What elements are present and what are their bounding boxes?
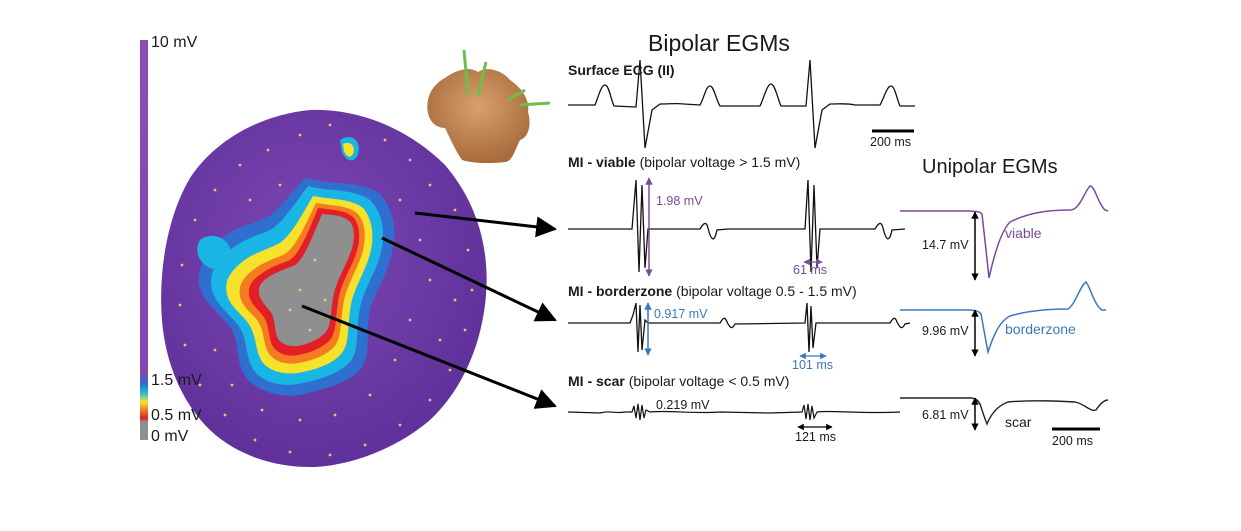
scar-duration: 121 ms bbox=[795, 430, 836, 444]
colorbar-tick-0: 0 mV bbox=[151, 428, 189, 445]
viable-unipolar-amplitude: 14.7 mV bbox=[922, 238, 969, 252]
borderzone-amplitude: 0.917 mV bbox=[654, 307, 708, 321]
electrode-lead-4 bbox=[519, 101, 551, 107]
ecg-scalebar-label: 200 ms bbox=[870, 135, 911, 149]
heart-voltage-map bbox=[161, 109, 487, 468]
trace-scar-bipolar bbox=[567, 403, 901, 421]
viable-duration: 61 ms bbox=[793, 263, 828, 277]
scar-unipolar-name: scar bbox=[1005, 414, 1032, 430]
torso-illustration bbox=[427, 49, 551, 164]
electrode-lead-3 bbox=[507, 88, 526, 102]
trace-scar-unipolar bbox=[900, 397, 1109, 426]
unipolar-scalebar-label: 200 ms bbox=[1052, 434, 1093, 448]
trace-viable-unipolar bbox=[900, 185, 1109, 279]
colorbar-tick-0.5: 0.5 mV bbox=[151, 407, 202, 424]
viable-unipolar-name: viable bbox=[1005, 225, 1042, 241]
borderzone-unipolar-amplitude: 9.96 mV bbox=[922, 324, 969, 338]
borderzone-duration: 101 ms bbox=[792, 358, 833, 372]
viable-amplitude: 1.98 mV bbox=[656, 194, 703, 208]
trace-viable-bipolar bbox=[568, 179, 906, 273]
arrow-scar bbox=[301, 304, 557, 409]
arrow-viable bbox=[414, 211, 558, 238]
arrow-borderzone bbox=[381, 236, 557, 322]
electrode-lead-1 bbox=[462, 49, 470, 96]
electrode-lead-2 bbox=[476, 61, 488, 97]
label-surface-ecg: Surface ECG (II) bbox=[568, 62, 675, 78]
bipolar-title: Bipolar EGMs bbox=[648, 30, 790, 56]
trace-surface-ecg bbox=[568, 59, 915, 149]
colorbar-tick-1.5: 1.5 mV bbox=[151, 372, 202, 389]
trace-borderzone-bipolar bbox=[568, 302, 911, 353]
scar-unipolar-amplitude: 6.81 mV bbox=[922, 408, 969, 422]
scar-amplitude: 0.219 mV bbox=[656, 398, 710, 412]
label-viable: MI - viable (bipolar voltage > 1.5 mV) bbox=[568, 154, 801, 170]
label-scar: MI - scar (bipolar voltage < 0.5 mV) bbox=[568, 373, 790, 389]
unipolar-title: Unipolar EGMs bbox=[922, 156, 1058, 178]
borderzone-unipolar-name: borderzone bbox=[1005, 321, 1076, 337]
trace-borderzone-unipolar bbox=[900, 281, 1106, 355]
label-borderzone: MI - borderzone (bipolar voltage 0.5 - 1… bbox=[568, 283, 857, 299]
colorbar bbox=[140, 40, 148, 440]
colorbar-tick-10: 10 mV bbox=[151, 34, 198, 51]
